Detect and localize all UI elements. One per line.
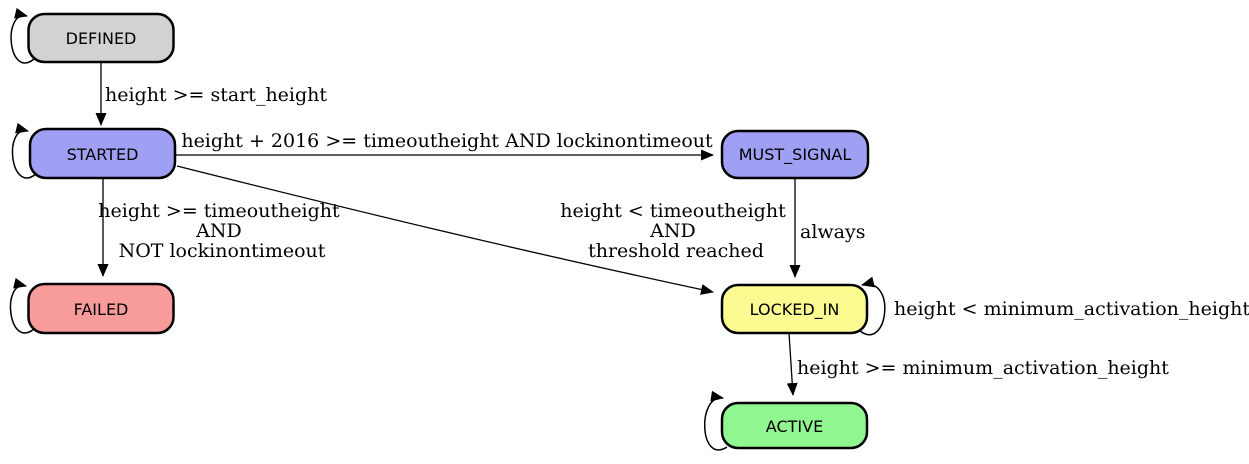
transition-label-started-locked-in: height < timeoutheight AND threshold rea… — [560, 200, 792, 262]
state-shape-must-signal — [720, 129, 870, 180]
self-loop-defined — [10, 7, 35, 64]
state-label-locked-in: LOCKED_IN — [750, 300, 840, 320]
transition-label-locked-in-self: height < minimum_activation_height — [894, 298, 1249, 320]
self-loop-started — [11, 122, 37, 179]
state-shape-defined — [27, 12, 175, 64]
edge-started-to-locked-in — [176, 165, 714, 295]
transition-label-defined-started: height >= start_height — [105, 84, 327, 106]
state-shape-active — [720, 401, 869, 450]
state-shape-locked-in — [720, 283, 869, 335]
state-shape-started — [28, 127, 177, 180]
state-node-failed: FAILED — [27, 282, 175, 335]
transition-label-locked-in-active: height >= minimum_activation_height — [797, 357, 1169, 379]
state-shape-failed — [27, 282, 175, 335]
edge-locked-in-to-active — [786, 332, 798, 396]
state-label-failed: FAILED — [74, 300, 129, 319]
self-loop-active — [704, 390, 728, 451]
state-node-active: ACTIVE — [720, 401, 869, 450]
state-node-started: STARTED — [28, 127, 177, 180]
state-node-locked-in: LOCKED_IN — [720, 283, 869, 335]
state-label-must-signal: MUST_SIGNAL — [739, 145, 852, 165]
state-node-defined: DEFINED — [27, 12, 175, 64]
state-node-must-signal: MUST_SIGNAL — [720, 129, 870, 180]
transition-label-must-signal-locked-in: always — [800, 221, 865, 243]
self-loop-locked-in — [859, 276, 886, 336]
state-label-defined: DEFINED — [66, 29, 137, 48]
self-loop-failed — [9, 277, 35, 334]
transition-label-started-must-signal: height + 2016 >= timeoutheight AND locki… — [181, 130, 713, 152]
state-label-active: ACTIVE — [766, 417, 823, 436]
state-label-started: STARTED — [67, 145, 139, 164]
transition-label-started-failed: height >= timeoutheight AND NOT lockinon… — [98, 200, 345, 262]
